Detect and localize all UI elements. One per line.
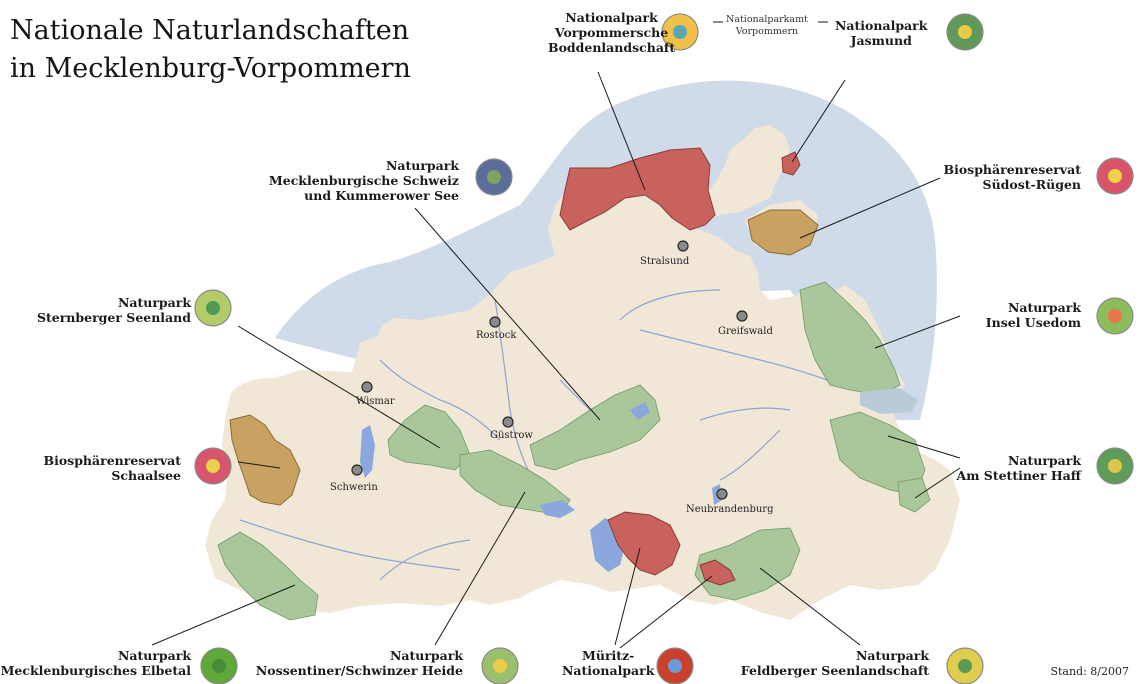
city-rostock: Rostock [476,330,517,341]
city-schwerin: Schwerin [330,482,378,493]
icon-inner-dot [673,25,687,39]
biosphaerenreservat-schaalsee [229,414,301,506]
naturpark-mecklenburgisches-elbetal [217,531,319,621]
city-neubrandenburg: Neubrandenburg [686,504,774,515]
city-dot-4 [502,416,514,428]
icon-schaalsee [194,447,232,485]
icon-mueritz [656,647,694,684]
lake-kummerower-see [630,402,650,420]
city-stralsund: Stralsund [640,256,690,267]
icon-am-stettiner-haff [1096,447,1134,485]
city-dot-2 [736,310,748,322]
icon-vorpommersche-boddenlandschaft [661,13,699,51]
lake-plauer-see [540,500,575,518]
naturpark-am-stettiner-haff-south [897,477,931,513]
rivers [239,289,851,581]
stettiner-haff-water [860,388,918,414]
icon-jasmund [946,13,984,51]
lake-schweriner-see [360,425,375,478]
mainland [205,178,960,620]
city-dot-3 [361,381,373,393]
city-wismar: Wismar [356,396,395,407]
icon-inner-dot [212,659,226,673]
icon-inner-dot [206,301,220,315]
stand-date: Stand: 8/2007 [1050,665,1129,678]
icon-feldberger-seenlandschaft [946,647,984,684]
icon-sternberger-seenland [194,289,232,327]
map-title-line-2: in Mecklenburg-Vorpommern [10,53,411,84]
city-dot-1 [489,316,501,328]
naturpark-mecklenburgische-schweiz [529,384,661,471]
area-icons [194,13,1134,684]
icon-inner-dot [487,170,501,184]
city-dot-5 [351,464,363,476]
icon-inner-dot [493,659,507,673]
icon-inner-dot [206,459,220,473]
nationalpark-jasmund [781,151,801,176]
city-greifswald: Greifswald [718,326,773,337]
icon-inner-dot [668,659,682,673]
city-markers [351,240,748,500]
icon-suedost-ruegen [1096,157,1134,195]
icon-inner-dot [1108,309,1122,323]
icon-insel-usedom [1096,297,1134,335]
biosphaerenreservat-suedost-ruegen [747,209,819,256]
naturpark-insel-usedom [799,281,901,396]
icon-inner-dot [958,25,972,39]
city-dot-6 [716,488,728,500]
city-guestrow: Güstrow [490,430,533,441]
icon-mecklenburgische-schweiz [475,158,513,196]
map-title-line-1: Nationale Naturlandschaften [10,15,410,46]
icon-inner-dot [1108,459,1122,473]
icon-inner-dot [1108,169,1122,183]
label-mueritz: Müritz-Nationalpark [562,648,655,678]
map-title: Nationale Naturlandschaften in Mecklenbu… [10,12,411,88]
city-dot-0 [677,240,689,252]
icon-inner-dot [958,659,972,673]
icon-nossentiner-schwinzer-heide [481,647,519,684]
nationalpark-vorpommersche-boddenlandschaft [559,147,716,231]
leader-lines [151,71,961,649]
nationalpark-mueritz [607,511,681,576]
icon-mecklenburgisches-elbetal [200,647,238,684]
